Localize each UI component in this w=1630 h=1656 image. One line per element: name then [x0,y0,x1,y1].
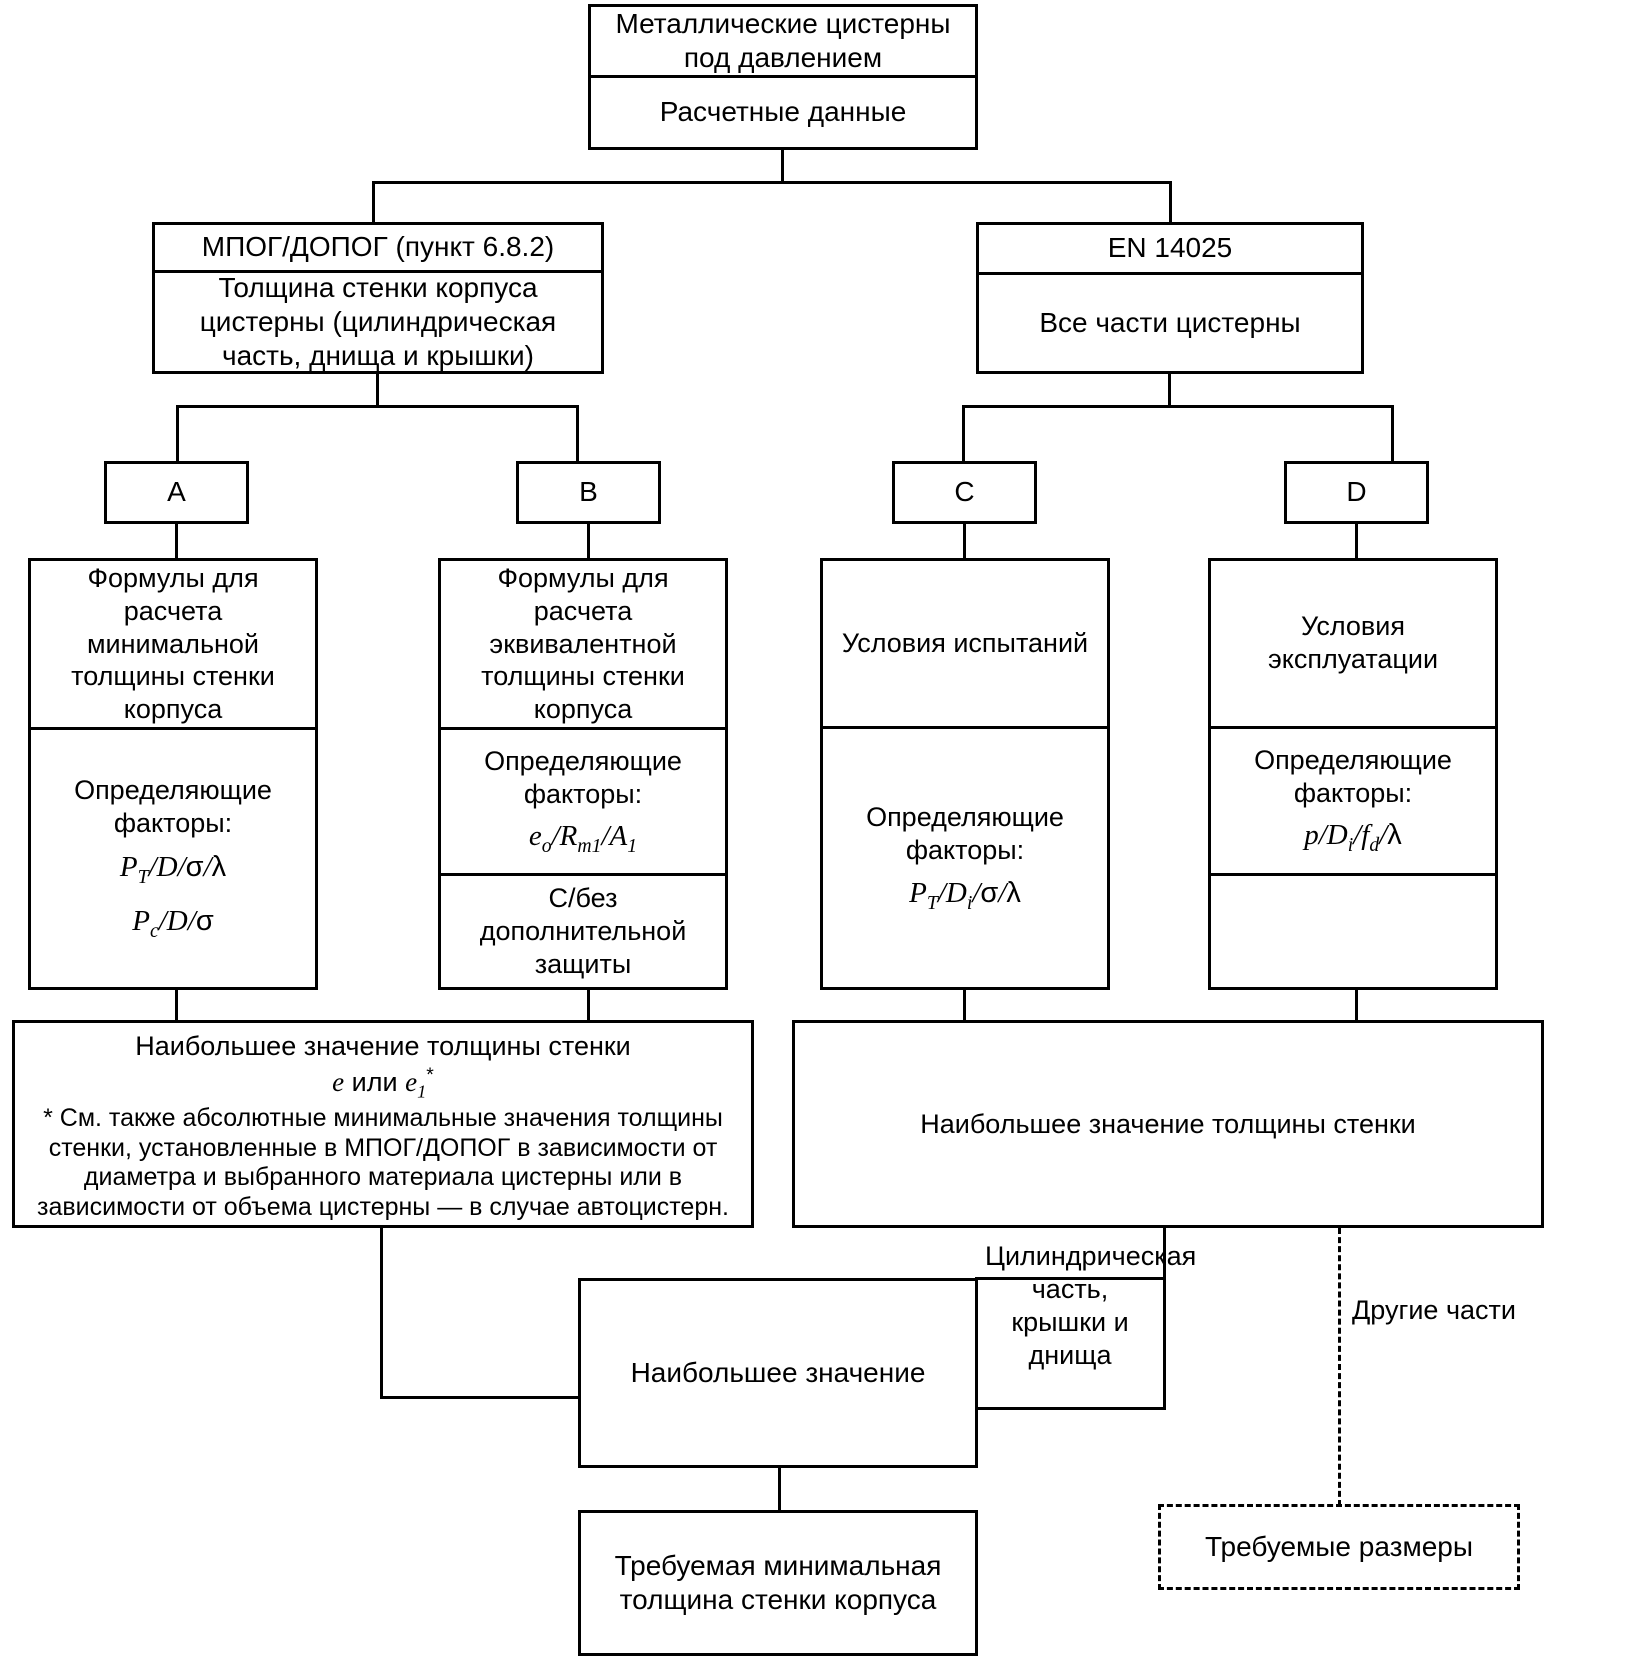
merge-node-text: Наибольшее значение [630,1356,926,1388]
connector-b-down [587,524,590,560]
column-b-top-text: Формулы для расчета эквивалентной толщин… [481,562,685,725]
node-en-header: EN 14025 [1107,232,1233,264]
connector-a-to-left-result [175,990,178,1022]
node-column-d-detail: Условия эксплуатации Определяющие фактор… [1208,558,1498,990]
column-b-formula-1: eo/Rm1/A1 [528,820,638,857]
column-b-factors: Определяющие факторы: eo/Rm1/A1 [441,727,725,873]
column-d-extra [1211,872,1495,987]
column-c-factors: Определяющие факторы: PT/Di/σ/λ [823,725,1107,987]
connector-en-split [962,405,1394,408]
left-result-note: * См. также абсолютные минимальные значе… [37,1104,729,1221]
right-result-text: Наибольшее значение толщины стенки [920,1108,1416,1139]
node-title-header: Металлические цистерны под давлением [615,7,951,73]
connector-cyl-to-merge [975,1407,1166,1410]
connector-mpog-to-b [576,405,579,462]
connector-mpog-to-a [176,405,179,462]
column-a-top-text: Формулы для расчета минимальной толщины … [71,562,275,725]
branch-c-label: C [954,476,975,508]
branch-b-label: B [579,476,598,508]
left-result-line1: Наибольшее значение толщины стенки [135,1031,631,1061]
node-en-body: Все части цистерны [979,272,1361,371]
column-a-formula-2: Pc/D/σ [132,905,214,943]
connector-merge-to-final [778,1468,781,1512]
node-en-14025: EN 14025 Все части цистерны [976,222,1364,374]
column-a-factors-label: Определяющие факторы: [74,774,272,838]
column-b-extra: С/без дополнительной защиты [441,873,725,987]
connector-en-down [1168,374,1171,408]
connector-to-en [1169,181,1172,223]
branch-d-label: D [1346,476,1367,508]
node-left-result: Наибольшее значение толщины стенки e или… [12,1020,754,1228]
connector-right-result-cyl-h [975,1277,1166,1280]
node-branch-b: B [516,461,661,524]
node-required-dimensions: Требуемые размеры [1158,1504,1520,1590]
connector-top-down [781,150,784,184]
column-c-factors-label: Определяющие факторы: [866,801,1064,865]
node-final-min-thickness: Требуемая минимальная толщина стенки кор… [578,1510,978,1656]
node-mpog-adr: МПОГ/ДОПОГ (пункт 6.8.2) Толщина стенки … [152,222,604,374]
connector-other-parts-dashed-v [1338,1228,1341,1506]
node-merge-max-value: Наибольшее значение [578,1278,978,1468]
connector-top-split [372,181,1172,184]
edge-label-other-parts: Другие части [1352,1295,1516,1325]
column-d-factors-label: Определяющие факторы: [1254,745,1452,809]
column-a-formula-1: PT/D/σ/λ [119,850,227,888]
connector-d-down [1355,524,1358,560]
connector-mpog-down [376,374,379,408]
column-c-formula-1: PT/Di/σ/λ [909,877,1021,915]
column-c-top-text: Условия испытаний [841,627,1089,658]
branch-a-label: A [167,476,186,508]
left-result-line2: e или e1* [332,1064,434,1102]
connector-to-mpog [372,181,375,223]
final-node-text: Требуемая минимальная толщина стенки кор… [614,1549,942,1615]
node-mpog-body: Толщина стенки корпуса цистерны (цилиндр… [155,270,601,371]
column-d-formula-1: p/Di/fd/λ [1304,819,1402,857]
column-b-factors-label: Определяющие факторы: [484,746,682,810]
column-a-factors: Определяющие факторы: PT/D/σ/λ Pc/D/σ [31,727,315,987]
connector-right-result-cyl-down [1163,1228,1166,1280]
connector-left-result-to-merge [380,1396,582,1399]
connector-c-to-right-result [963,990,966,1022]
node-column-a-detail: Формулы для расчета минимальной толщины … [28,558,318,990]
connector-en-to-d [1391,405,1394,462]
connector-cyl-label-right-edge [1163,1277,1166,1410]
connector-en-to-c [962,405,965,462]
edge-label-cylindrical: Цилиндрическая часть, крышки и днища [985,1241,1197,1370]
column-d-top-text: Условия эксплуатации [1267,611,1439,675]
connector-d-to-right-result [1355,990,1358,1022]
node-branch-d: D [1284,461,1429,524]
column-d-factors: Определяющие факторы: p/Di/fd/λ [1211,725,1495,873]
node-mpog-header: МПОГ/ДОПОГ (пункт 6.8.2) [201,231,555,263]
dashed-node-text: Требуемые размеры [1205,1530,1473,1562]
node-title-sub: Расчетные данные [591,75,975,147]
connector-left-result-down [380,1228,383,1398]
connector-c-down [963,524,966,560]
connector-a-down [175,524,178,560]
node-column-c-detail: Условия испытаний Определяющие факторы: … [820,558,1110,990]
node-right-result: Наибольшее значение толщины стенки [792,1020,1544,1228]
node-branch-c: C [892,461,1037,524]
connector-b-to-left-result [587,990,590,1022]
node-column-b-detail: Формулы для расчета эквивалентной толщин… [438,558,728,990]
node-metal-pressure-tanks: Металлические цистерны под давлением Рас… [588,4,978,150]
connector-mpog-split [176,405,579,408]
node-branch-a: A [104,461,249,524]
